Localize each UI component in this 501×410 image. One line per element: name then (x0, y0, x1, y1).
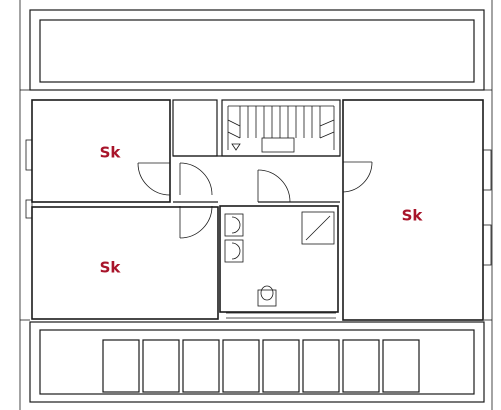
room-walls (31, 99, 484, 321)
shower (301, 211, 335, 245)
door-corridor (257, 169, 291, 203)
door-bottom-left (179, 205, 213, 239)
top-band (29, 9, 485, 91)
door-right (342, 161, 373, 193)
room-label-right: Sk (402, 207, 424, 225)
door-top-left (137, 162, 171, 196)
side-windows (25, 139, 492, 266)
bottom-band (29, 321, 485, 403)
toilet (257, 285, 277, 307)
sink-lower (224, 239, 244, 263)
room-label-bottom-left: Sk (100, 259, 122, 277)
room-label-top-left: Sk (100, 144, 122, 162)
skylight-row (102, 339, 420, 393)
door-closet (179, 162, 213, 196)
staircase (227, 105, 335, 153)
roof-outline (19, 0, 493, 410)
sink-upper (224, 213, 244, 237)
